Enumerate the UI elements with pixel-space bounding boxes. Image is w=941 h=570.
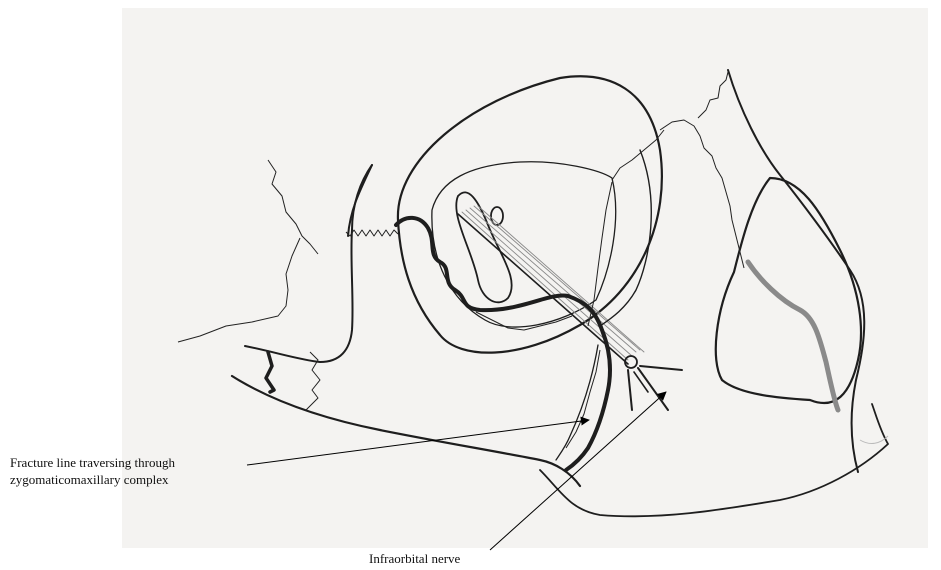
fracture-label-line1: Fracture line traversing through xyxy=(10,454,175,471)
fracture-label: Fracture line traversing through zygomat… xyxy=(10,454,175,488)
fracture-label-line2: zygomaticomaxillary complex xyxy=(10,471,175,488)
nerve-label: Infraorbital nerve xyxy=(369,550,460,567)
